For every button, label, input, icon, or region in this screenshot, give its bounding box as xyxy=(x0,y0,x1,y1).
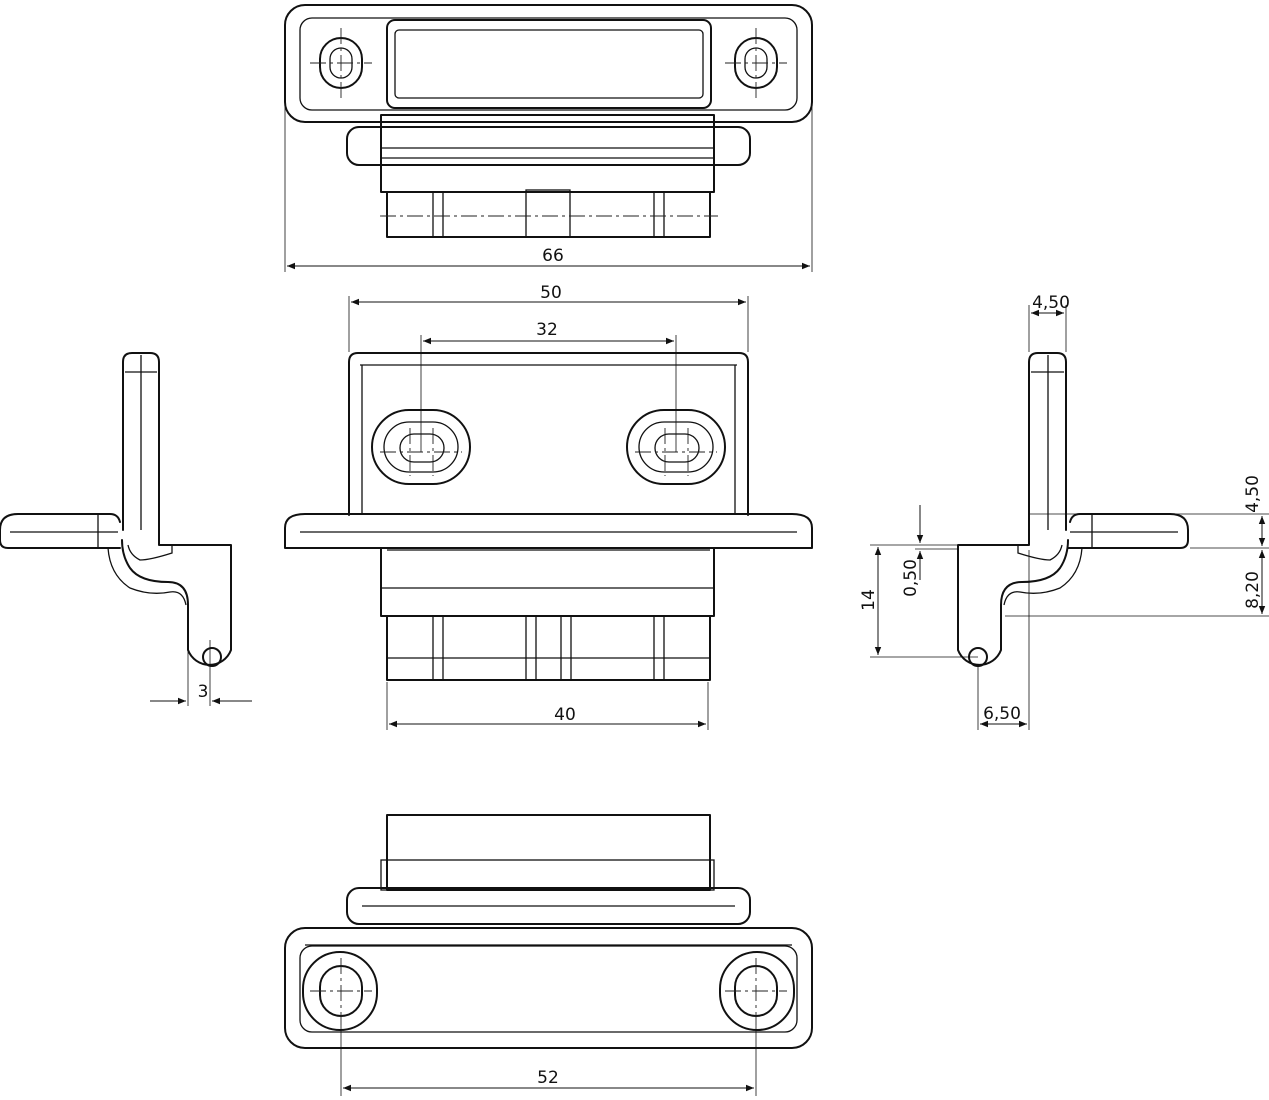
top-view: 66 xyxy=(284,4,813,272)
right-side-view: 4,50 0,50 14 4,50 8,20 6,50 xyxy=(859,293,1269,730)
dimension-4-50-right: 4,50 xyxy=(1243,475,1263,513)
dimension-14: 14 xyxy=(859,589,879,611)
dimension-66: 66 xyxy=(542,246,564,266)
dimension-6-50: 6,50 xyxy=(983,704,1021,724)
bottom-view: 52 xyxy=(284,814,813,1096)
dimension-32: 32 xyxy=(536,320,558,340)
front-view: 50 32 40 xyxy=(284,283,813,730)
dimension-40: 40 xyxy=(554,705,576,725)
dimension-3: 3 xyxy=(198,682,209,702)
dimension-8-20: 8,20 xyxy=(1243,571,1263,609)
dimension-4-50-top: 4,50 xyxy=(1032,293,1070,313)
dimension-0-50: 0,50 xyxy=(901,559,921,597)
left-side-view: 3 xyxy=(0,352,252,706)
dimension-52: 52 xyxy=(537,1068,559,1088)
dimension-50: 50 xyxy=(540,283,562,303)
